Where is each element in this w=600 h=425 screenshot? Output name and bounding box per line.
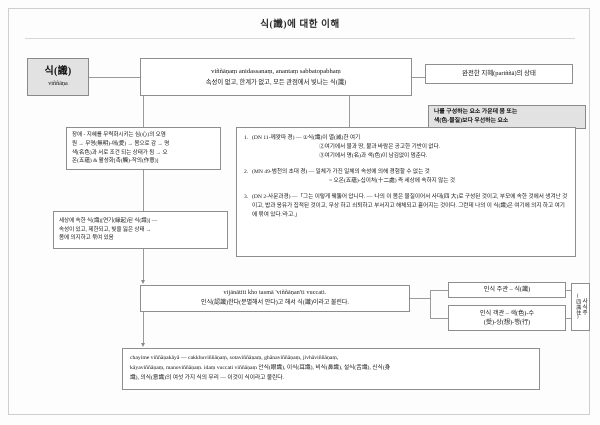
chayime-line3: 識), 의식(意識)의 여섯 가지 식의 무리 — 이것이 식이라고 불린다.	[130, 374, 284, 381]
page-title: 식(識)에 대한 이해	[260, 20, 340, 30]
sutta-head: (DN 11-께왓따 경) — ①식(識)이 멸(滅)한 여기	[252, 135, 361, 141]
hindrance-line4: 온(五蘊) & 활성화[촉(觸)-작의(作意)]	[72, 158, 159, 165]
sasikju-hanja: (四識住)	[575, 293, 581, 321]
sutta-number: 1.	[244, 135, 249, 141]
node-sutta-references[interactable]: 1. (DN 11-께왓따 경) — ①식(識)이 멸(滅)한 여기 ②여기에서…	[236, 127, 576, 257]
parinna-label: 완전한 지혜(pariññā)의 상태	[462, 70, 536, 78]
sutta-entry: 3. (DN 2-사문과경) —「그는 이렇게 꿰뚫어 압니다. — '나의 이…	[244, 193, 568, 220]
sutta-head: (MN 49-범천의 초대 경) — 일체가 가진 일체의 속성에 의해 경험할…	[252, 168, 430, 175]
root-pali-label: viññāṇa	[48, 80, 68, 88]
connector-bracket-to-object	[430, 318, 448, 319]
sutta-number: 3.	[244, 193, 249, 200]
sutta-body: (DN 2-사문과경) —「그는 이렇게 꿰뚫어 압니다. — '나의 이 몸은…	[252, 193, 568, 220]
arrow-to-vijanati	[141, 280, 145, 284]
worldly-line3: 몸에 의지하고 묶여 있음	[59, 235, 114, 242]
hindrance-line2: 원 → 무명(無明)-애(愛) → 몸으로 감 → 명	[72, 140, 170, 147]
sutta-entry: 2. (MN 49-범천의 초대 경) — 일체가 가진 일체의 속성에 의해 …	[244, 168, 568, 186]
connector-hindrance-to-worldly	[143, 170, 144, 211]
priority-factor-line1: 나를 구성하는 요소 가운데 몸 또는	[434, 109, 518, 116]
sutta-sub2: ③여기에서 명(名)과 색(色)이 남김없이 멈춘다.	[319, 152, 428, 159]
sutta-sub1: ②여기에서 물과 땅, 불과 바람은 공고한 기반이 없다.	[319, 143, 441, 150]
node-vijanati-definition[interactable]: vijānātīti kho tasmā 'viññāṇan'ti vuccat…	[140, 285, 410, 312]
connector-main-drop-right	[349, 96, 350, 127]
node-cognitive-subject[interactable]: 인식 주관 – 식(識)	[448, 282, 566, 298]
node-hindrance[interactable]: 장애 - 지혜를 무력화시키는 심(心)의 오염 원 → 무명(無明)-애(愛)…	[66, 127, 221, 170]
title-divider	[25, 38, 575, 39]
vijanati-pali: vijānātīti kho tasmā 'viññāṇan'ti vuccat…	[223, 289, 327, 296]
sutta-sub1: = 오온(五蘊)-십이처(十二處) 즉 세상에 속하지 않는 것	[329, 177, 456, 184]
node-anidassanam[interactable]: viññāṇaṃ anidassanaṃ, anantaṃ sabbatopab…	[140, 58, 412, 96]
node-cognitive-object[interactable]: 인식 객관 – 색(色)-수 (受)-상(想)-행(行)	[448, 305, 566, 331]
node-chayime-six-classes[interactable]: chayime viññāṇakāyā — cakkhuviññāṇaṃ, so…	[122, 348, 540, 390]
connector-object-to-sasikju	[566, 318, 571, 319]
connector-subject-to-sasikju	[566, 290, 571, 291]
object-line2: (受)-상(想)-행(行)	[483, 319, 531, 326]
chayime-line1: chayime viññāṇakāyā — cakkhuviññāṇaṃ, so…	[130, 355, 339, 361]
node-parinna-state[interactable]: 완전한 지혜(pariññā)의 상태	[425, 64, 573, 84]
connector-vijanati-to-bracket	[410, 298, 430, 299]
worldly-line1: 세상에 속한 식(識)[연기(緣起)된 식(識)] —	[59, 217, 158, 224]
sutta-body: (DN 11-께왓따 경) — ①식(識)이 멸(滅)한 여기 ②여기에서 물과…	[252, 134, 568, 161]
connector-bracket-to-subject	[430, 290, 448, 291]
hindrance-line1: 장애 - 지혜를 무력화시키는 심(心)의 오염	[72, 131, 166, 138]
sasikju-korean: 사식주	[581, 298, 588, 316]
vijanati-korean: 인식(認識)한다(분별해서 안다)고 해서 식(識)이라고 불린다.	[201, 299, 349, 306]
sutta-entry: 1. (DN 11-께왓따 경) — ①식(識)이 멸(滅)한 여기 ②여기에서…	[244, 134, 568, 161]
connector-root-to-main	[89, 77, 140, 78]
priority-factor-line2: 색(色-물질)보다 우선하는 요소	[434, 118, 509, 124]
sutta-sub1: 大)로 구성된 것이고, 부모에 속한 것에서 생겨난 것이고, 밥과 응유가 …	[252, 193, 568, 209]
arrow-to-chayime	[141, 343, 145, 347]
anidassanam-pali: viññāṇaṃ anidassanaṃ, anantaṃ sabbatopab…	[211, 67, 341, 75]
node-priority-factor[interactable]: 나를 구성하는 요소 가운데 몸 또는 색(色-물질)보다 우선하는 요소	[428, 105, 586, 129]
object-line1: 인식 객관 – 색(色)-수	[479, 309, 535, 317]
connector-main-drop-left	[143, 96, 144, 127]
anidassanam-korean: 속성이 없고, 한계가 없고, 모든 관점에서 빛나는 식(識)	[205, 79, 347, 87]
connector-main-to-parinna	[412, 77, 425, 78]
node-worldly-consciousness[interactable]: 세상에 속한 식(識)[연기(緣起)된 식(識)] — 속성이 있고, 제한되고…	[53, 211, 228, 249]
node-sasikju[interactable]: 사식주 (四識住)	[571, 283, 590, 331]
node-consciousness-root[interactable]: 식(識) viññāṇa	[27, 58, 89, 96]
subject-label: 인식 주관 – 식(識)	[483, 286, 531, 294]
connector-vijanati-to-chayime	[143, 312, 144, 344]
sutta-sub2: 하고 쇠퇴하고 부서지고 해체되고 흩어지는 것이다. 그런데 나의 이 식(識…	[340, 202, 542, 209]
sutta-number: 2.	[244, 168, 249, 175]
root-korean-label: 식(識)	[44, 66, 72, 78]
hindrance-line3: 색(名色)과 서로 조건 되는 상태가 됨 → 오	[72, 149, 168, 156]
connector-worldly-to-vijanati	[143, 249, 144, 281]
worldly-line2: 속성이 있고, 제한되고, 빛을 잃은 상태 →	[59, 226, 152, 233]
sutta-sub3: 하고 여기에 묶여 있다.'라고.」	[252, 202, 565, 218]
sutta-body: (MN 49-범천의 초대 경) — 일체가 가진 일체의 속성에 의해 경험할…	[252, 168, 568, 186]
bracket-vertical	[430, 290, 431, 318]
sutta-head: (DN 2-사문과경) —「그는 이렇게 꿰뚫어 압니다. — '나의 이 몸은…	[252, 193, 450, 200]
chayime-line2: kāyaviññāṇaṃ, manoviññāṇaṃ. idaṃ vuccati…	[130, 364, 391, 371]
